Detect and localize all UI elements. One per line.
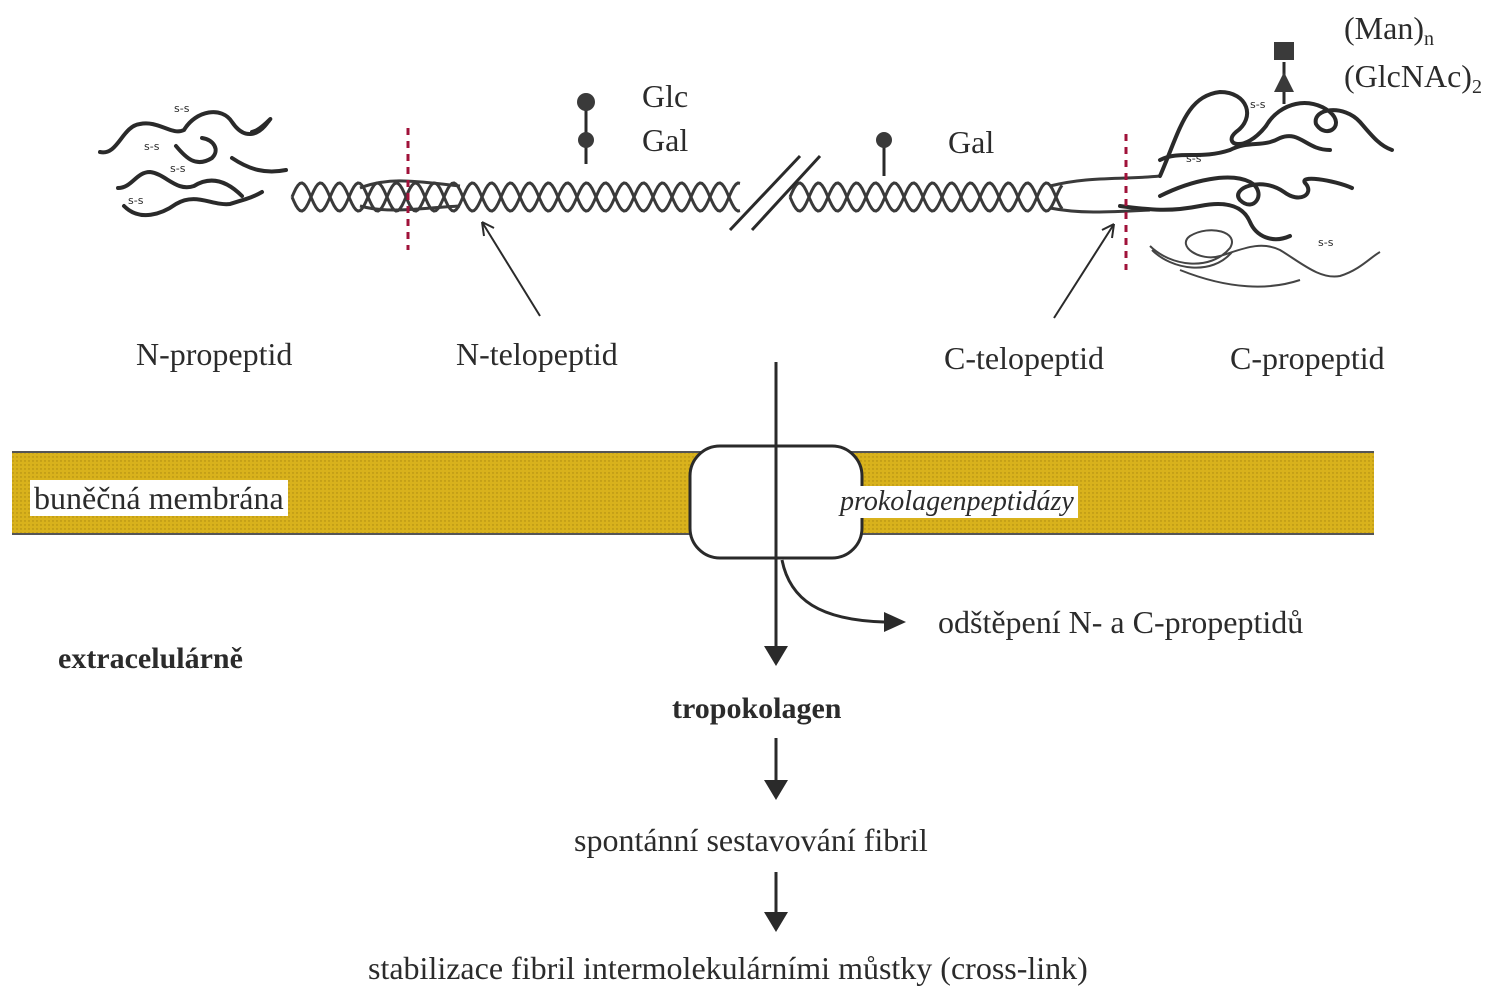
glcnac-label: (GlcNAc)2 — [1344, 60, 1482, 97]
c-propeptid-label: C-propeptid — [1230, 342, 1385, 374]
svg-text:s-s: s-s — [170, 162, 186, 175]
svg-text:s-s: s-s — [1186, 152, 1202, 165]
tropokolagen-label: tropokolagen — [672, 694, 841, 724]
svg-text:s-s: s-s — [1318, 236, 1334, 249]
extracellular-label: extracelulárně — [58, 644, 243, 674]
membrane-label: buněčná membrána — [30, 480, 288, 516]
n-propeptid-label: N-propeptid — [136, 338, 292, 370]
svg-text:s-s: s-s — [144, 140, 160, 153]
c-disulfide-labels: s-s s-s s-s — [1186, 98, 1334, 249]
glc-label: Glc — [642, 80, 688, 112]
crosslink-label: stabilizace fibril intermolekulárními mů… — [368, 952, 1088, 984]
cleavage-branch-arrow — [782, 560, 906, 632]
triple-helix — [292, 176, 1160, 212]
svg-text:s-s: s-s — [174, 102, 190, 115]
cleavage-label: odštěpení N- a C-propeptidů — [938, 606, 1303, 638]
fibril-assembly-label: spontánní sestavování fibril — [574, 824, 928, 856]
sugar-man-glcnac — [1274, 42, 1294, 104]
telopeptide-pointers — [482, 222, 1114, 318]
gal-label-right: Gal — [948, 126, 994, 158]
c-telopeptid-label: C-telopeptid — [944, 342, 1104, 374]
svg-text:s-s: s-s — [128, 194, 144, 207]
sugar-glc-gal — [577, 93, 595, 164]
svg-text:s-s: s-s — [1250, 98, 1266, 111]
c-propeptide-globule — [1120, 92, 1392, 239]
n-telopeptid-label: N-telopeptid — [456, 338, 618, 370]
enzyme-label: prokolagenpeptidázy — [836, 486, 1078, 518]
sugar-gal — [876, 132, 892, 176]
n-disulfide-labels: s-s s-s s-s s-s — [128, 102, 190, 207]
man-label: (Man)n — [1344, 12, 1434, 49]
gal-label-left: Gal — [642, 124, 688, 156]
